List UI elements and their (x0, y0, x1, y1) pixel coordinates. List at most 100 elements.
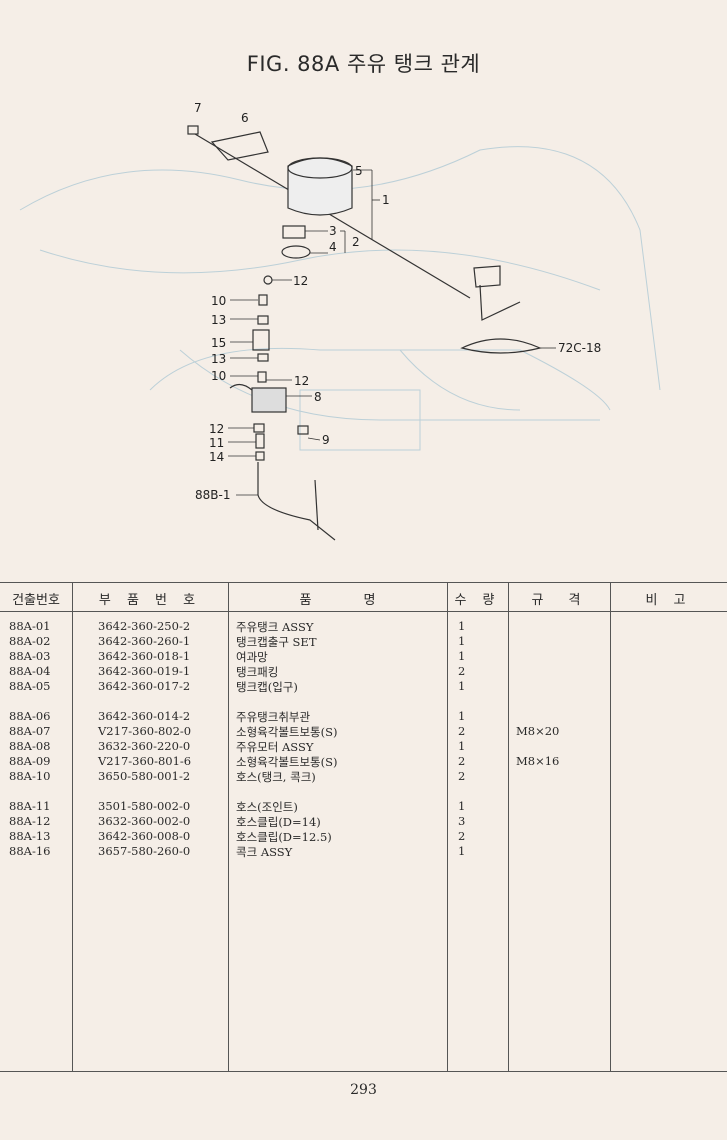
part-name-cell: 호스클립(D=12.5) (236, 830, 332, 844)
ref-no-cell: 88A-05 (9, 679, 51, 693)
part-name-cell: 호스(조인트) (236, 800, 298, 814)
quantity-cell: 1 (458, 799, 466, 813)
callout-label: 72C-18 (558, 341, 601, 355)
table-row: 88A-11 3501-580-002-0 호스(조인트) 1 (0, 799, 727, 814)
quantity-cell: 1 (458, 709, 466, 723)
callout-label: 15 (211, 336, 226, 350)
ref-no-cell: 88A-10 (9, 769, 51, 783)
callout-label: 11 (209, 436, 224, 450)
part-number-cell: 3501-580-002-0 (98, 799, 191, 813)
part-name-cell: 여과망 (236, 650, 268, 664)
quantity-cell: 2 (458, 664, 466, 678)
quantity-cell: 1 (458, 634, 466, 648)
quantity-cell: 1 (458, 844, 466, 858)
ref-no-cell: 88A-09 (9, 754, 51, 768)
part-number-cell: 3642-360-250-2 (98, 619, 191, 633)
callout-label: 6 (241, 111, 249, 125)
ghost-background-diagram (19, 146, 661, 451)
specification-cell: M8×20 (516, 724, 560, 738)
callout-label: 4 (329, 240, 337, 254)
figure-title: FIG. 88A 주유 탱크 관계 (246, 52, 481, 76)
quantity-cell: 2 (458, 829, 466, 843)
quantity-cell: 2 (458, 724, 466, 738)
table-row: 88A-13 3642-360-008-0 호스클립(D=12.5) 2 (0, 829, 727, 844)
table-row: 88A-07 V217-360-802-0 소형육각볼트보통(S) 2 M8×20 (0, 724, 727, 739)
part-number-cell: 3642-360-017-2 (98, 679, 191, 693)
ref-no-cell: 88A-16 (9, 844, 51, 858)
part-number-cell: 3650-580-001-2 (98, 769, 191, 783)
ref-no-cell: 88A-01 (9, 619, 51, 633)
header-qty: 수 량 (454, 593, 501, 608)
header-remarks: 비 고 (645, 593, 692, 608)
quantity-cell: 1 (458, 739, 466, 753)
callout-label: 2 (352, 235, 360, 249)
part-name-cell: 주유탱크취부관 (236, 710, 311, 724)
part-name-cell: 호스클립(D=14) (236, 815, 321, 829)
callout-label: 12 (209, 422, 224, 436)
callout-label: 7 (194, 101, 202, 115)
leader-lines (228, 169, 556, 496)
page-number: 293 (350, 1082, 377, 1098)
callout-label: 12 (293, 274, 308, 288)
quantity-cell: 2 (458, 754, 466, 768)
ref-no-cell: 88A-13 (9, 829, 51, 843)
callout-label: 1 (382, 193, 390, 207)
header-part-name: 품 명 (299, 593, 376, 608)
header-spec: 규 격 (531, 593, 587, 608)
part-name-cell: 탱크패킹 (236, 665, 279, 679)
part-name-cell: 탱크캡출구 SET (236, 635, 317, 649)
callout-label: 8 (314, 390, 322, 404)
part-name-cell: 소형육각볼트보통(S) (236, 755, 338, 769)
callout-label: 13 (211, 313, 226, 327)
part-name-cell: 탱크캡(입구) (236, 680, 298, 694)
callout-label: 12 (294, 374, 309, 388)
part-number-cell: 3642-360-008-0 (98, 829, 191, 843)
part-name-cell: 콕크 ASSY (236, 845, 293, 859)
ref-no-cell: 88A-04 (9, 664, 51, 678)
part-number-cell: 3642-360-019-1 (98, 664, 191, 678)
table-row: 88A-01 3642-360-250-2 주유탱크 ASSY 1 (0, 619, 727, 634)
quantity-cell: 1 (458, 649, 466, 663)
part-name-cell: 주유탱크 ASSY (236, 620, 314, 634)
table-row: 88A-06 3642-360-014-2 주유탱크취부관 1 (0, 709, 727, 724)
parts-diagram: 7 6 5 1 3 2 4 12 10 13 15 13 10 12 8 9 1… (19, 101, 661, 541)
ref-no-cell: 88A-12 (9, 814, 51, 828)
table-row: 88A-16 3657-580-260-0 콕크 ASSY 1 (0, 844, 727, 859)
quantity-cell: 1 (458, 619, 466, 633)
table-row: 88A-05 3642-360-017-2 탱크캡(입구) 1 (0, 679, 727, 694)
part-name-cell: 호스(탱크, 콕크) (236, 770, 316, 784)
callout-label: 88B-1 (195, 488, 230, 502)
quantity-cell: 1 (458, 679, 466, 693)
callout-label: 10 (211, 369, 226, 383)
callout-label: 10 (211, 294, 226, 308)
quantity-cell: 2 (458, 769, 466, 783)
part-number-cell: 3657-580-260-0 (98, 844, 191, 858)
ref-no-cell: 88A-11 (9, 799, 51, 813)
part-number-cell: 3642-360-014-2 (98, 709, 191, 723)
ref-no-cell: 88A-07 (9, 724, 51, 738)
table-row: 88A-10 3650-580-001-2 호스(탱크, 콕크) 2 (0, 769, 727, 784)
specification-cell: M8×16 (516, 754, 560, 768)
table-row: 88A-04 3642-360-019-1 탱크패킹 2 (0, 664, 727, 679)
part-name-cell: 소형육각볼트보통(S) (236, 725, 338, 739)
part-number-cell: 3632-360-220-0 (98, 739, 191, 753)
header-part-no: 부 품 번 호 (98, 593, 202, 608)
callout-label: 13 (211, 352, 226, 366)
callout-label: 5 (355, 164, 363, 178)
ref-no-cell: 88A-06 (9, 709, 51, 723)
part-number-cell: V217-360-802-0 (98, 724, 192, 738)
callout-label: 14 (209, 450, 224, 464)
part-number-cell: 3642-360-018-1 (98, 649, 191, 663)
callout-label: 9 (322, 433, 330, 447)
ref-no-cell: 88A-02 (9, 634, 51, 648)
quantity-cell: 3 (458, 814, 466, 828)
parts-drawing (187, 125, 542, 541)
callout-label: 3 (329, 224, 337, 238)
